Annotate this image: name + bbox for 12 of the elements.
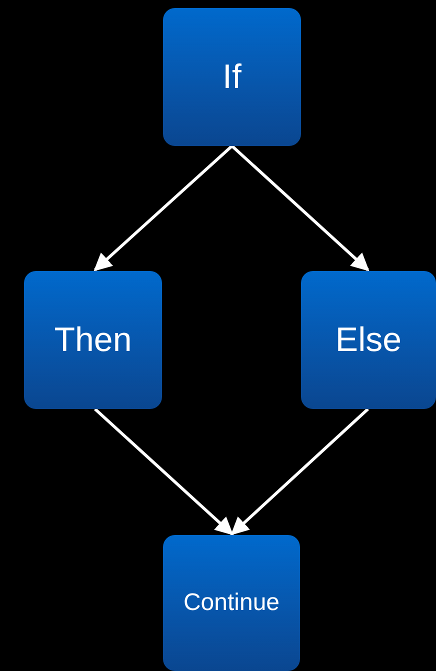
process-box: [301, 271, 436, 409]
box-label: Continue: [183, 588, 280, 618]
arrow: [230, 408, 370, 536]
box-label: If: [222, 56, 242, 98]
box-label: Then: [54, 320, 132, 360]
process-box: [163, 535, 300, 671]
arrow: [230, 144, 370, 272]
arrow: [94, 408, 234, 536]
arrow: [94, 144, 233, 272]
process-box: [163, 8, 301, 146]
box-label: Else: [335, 320, 402, 360]
process-box: [24, 271, 162, 409]
